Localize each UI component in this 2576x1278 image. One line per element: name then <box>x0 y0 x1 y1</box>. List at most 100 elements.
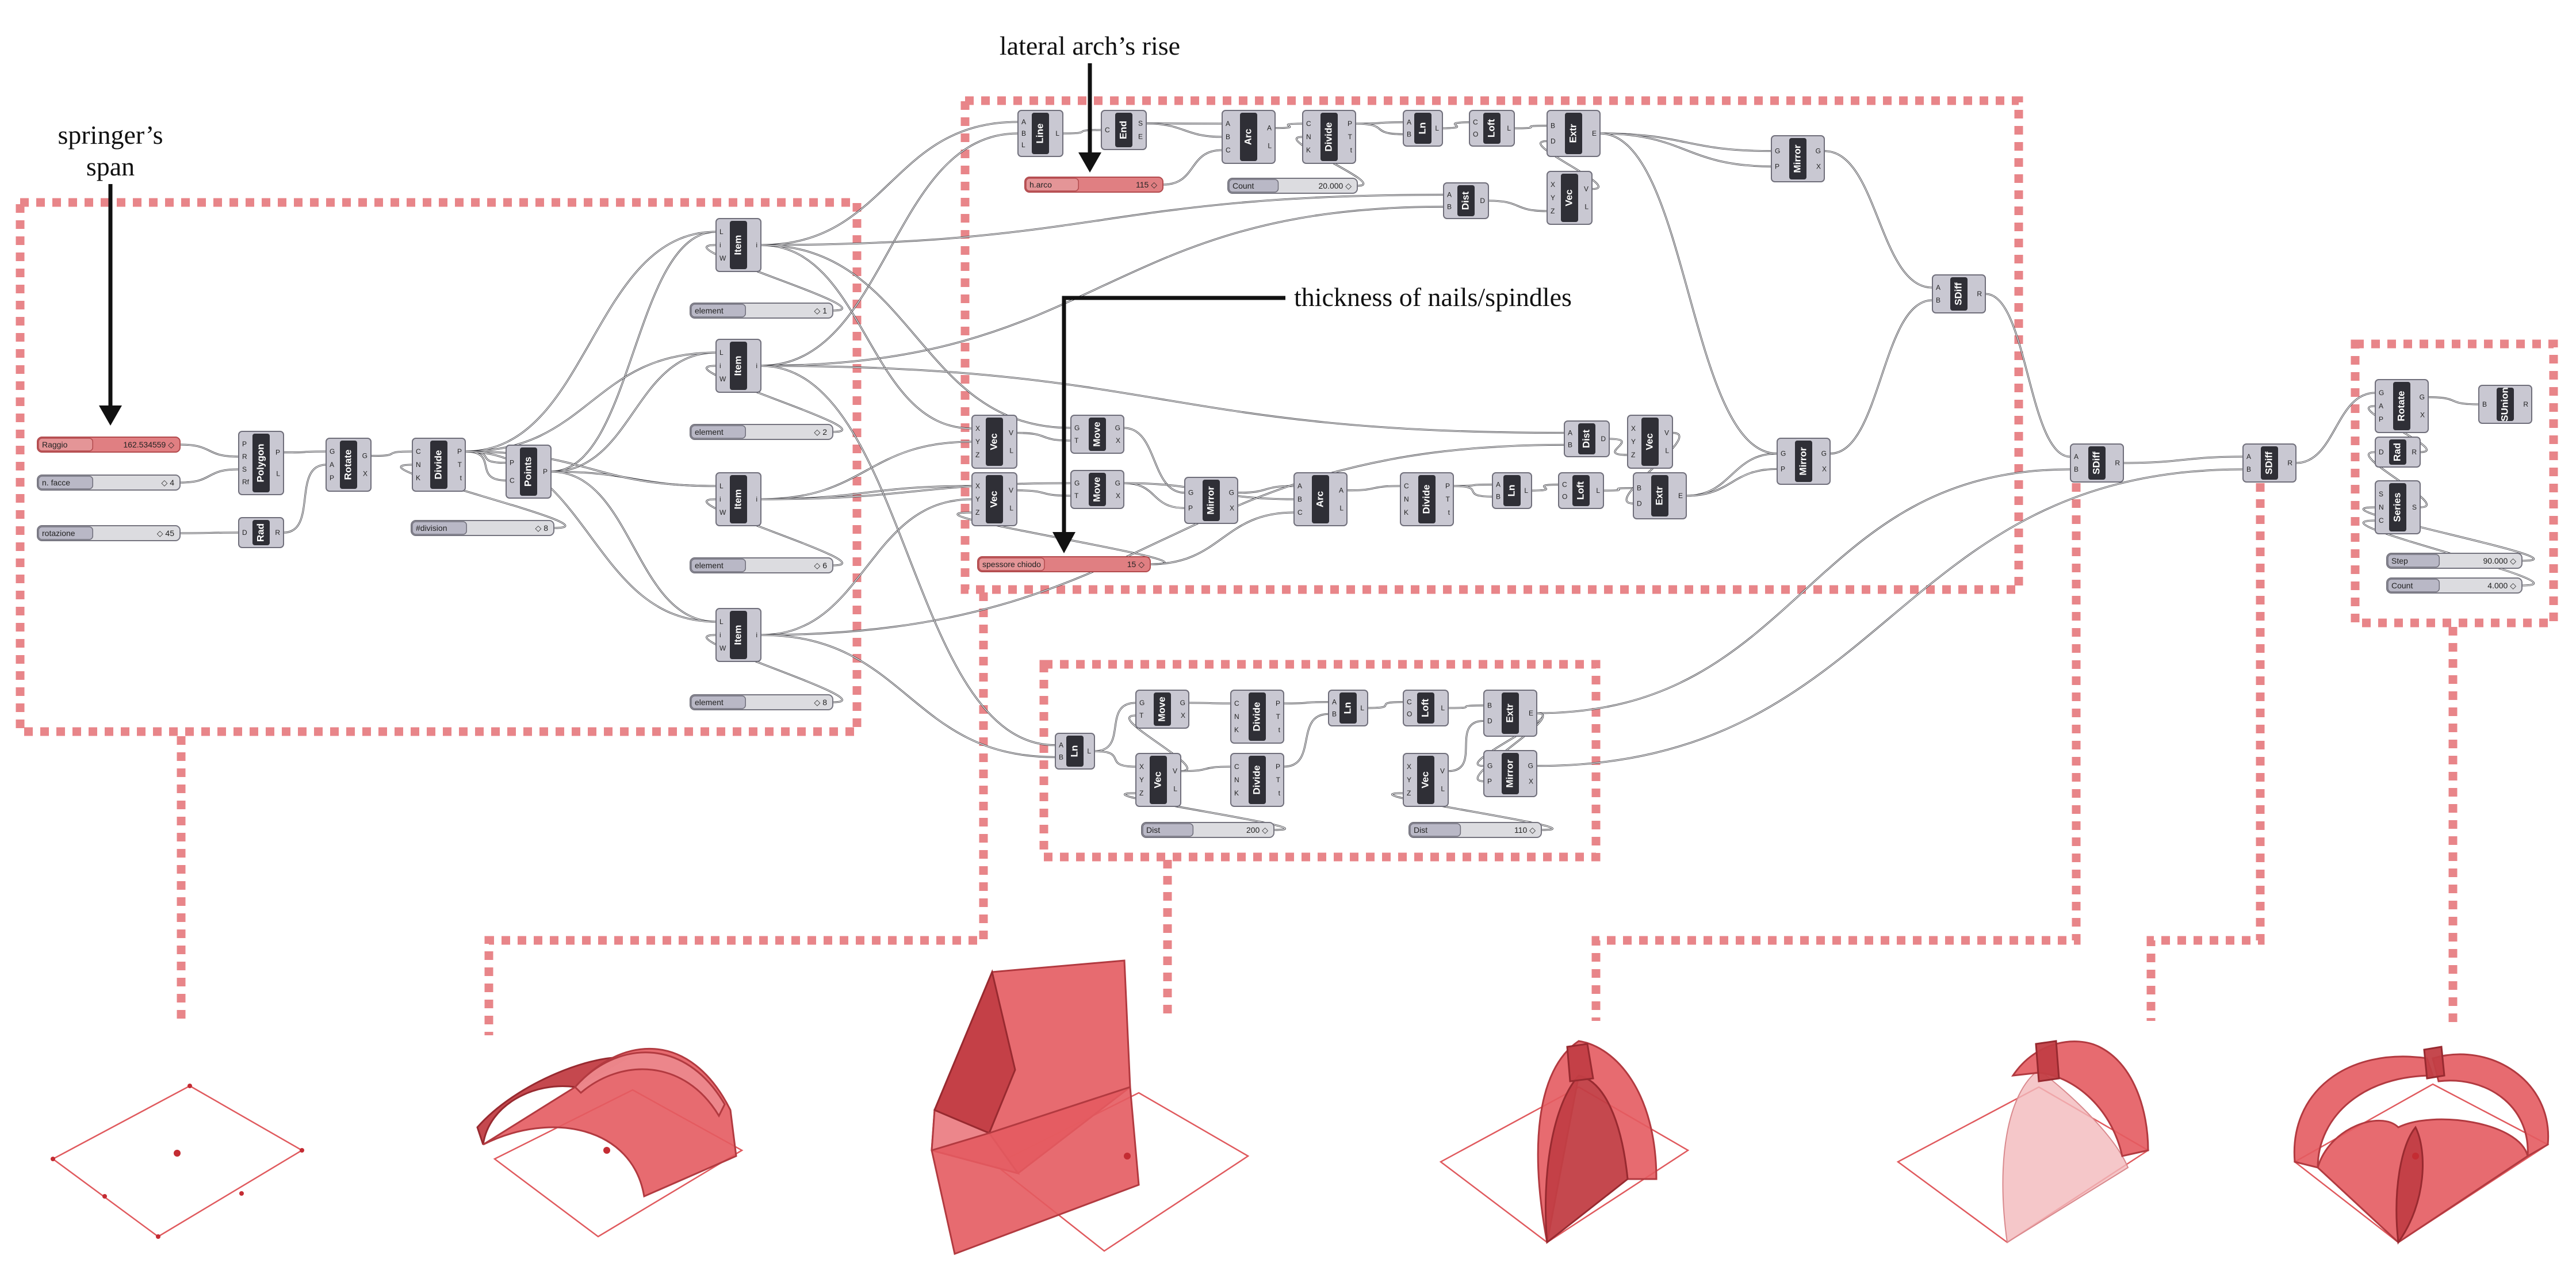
input-port-label[interactable]: B <box>1407 130 1411 138</box>
input-port-label[interactable]: B <box>2482 400 2487 408</box>
input-port-label[interactable]: i <box>719 241 721 249</box>
output-port-label[interactable]: S <box>1138 120 1143 128</box>
input-port-label[interactable]: G <box>1139 699 1145 707</box>
input-port-label[interactable]: Z <box>1551 207 1555 215</box>
input-port-label[interactable]: C <box>2379 516 2384 525</box>
output-port-label[interactable]: t <box>460 474 462 482</box>
output-port-label[interactable]: P <box>1276 763 1280 771</box>
output-port-label[interactable]: V <box>1440 767 1445 775</box>
output-port-label[interactable]: E <box>1678 492 1683 500</box>
input-port-label[interactable]: C <box>1105 126 1110 134</box>
output-port-label[interactable]: L <box>1009 504 1013 512</box>
output-port-label[interactable]: T <box>1446 495 1450 503</box>
input-port-label[interactable]: S <box>2379 490 2383 498</box>
output-port-label[interactable]: t <box>1448 508 1450 516</box>
input-port-label[interactable]: X <box>975 482 980 490</box>
output-port-label[interactable]: G <box>362 452 368 460</box>
input-port-label[interactable]: C <box>416 447 421 456</box>
output-port-label[interactable]: i <box>756 362 757 370</box>
output-port-label[interactable]: G <box>1229 489 1234 497</box>
input-port-label[interactable]: G <box>1775 147 1780 155</box>
input-port-label[interactable]: B <box>1936 296 1940 304</box>
output-port-label[interactable]: T <box>1348 133 1353 141</box>
output-port-label[interactable]: G <box>2420 393 2425 401</box>
input-port-label[interactable]: X <box>1407 763 1411 771</box>
output-port-label[interactable]: V <box>1173 767 1177 775</box>
output-port-label[interactable]: E <box>1529 709 1533 717</box>
input-port-label[interactable]: T <box>1074 437 1079 445</box>
input-port-label[interactable]: A <box>1059 741 1063 749</box>
input-port-label[interactable]: i <box>719 362 721 370</box>
input-port-label[interactable]: C <box>1226 146 1231 154</box>
output-port-label[interactable]: R <box>275 529 280 537</box>
output-port-label[interactable]: i <box>756 495 757 503</box>
output-port-label[interactable]: V <box>1009 429 1013 437</box>
output-port-label[interactable]: E <box>1138 132 1143 140</box>
output-port-label[interactable]: D <box>1601 435 1606 443</box>
input-port-label[interactable]: Rf <box>242 478 250 486</box>
slider-sl_nfacce[interactable]: n. facce◇ 4 <box>37 475 181 491</box>
input-port-label[interactable]: C <box>1473 118 1478 127</box>
input-port-label[interactable]: B <box>1551 122 1555 130</box>
input-port-label[interactable]: K <box>1404 508 1408 516</box>
output-port-label[interactable]: i <box>756 241 757 249</box>
input-port-label[interactable]: G <box>1188 489 1193 497</box>
input-port-label[interactable]: Y <box>975 495 980 503</box>
input-port-label[interactable]: C <box>1562 481 1567 489</box>
input-port-label[interactable]: G <box>330 447 335 456</box>
input-port-label[interactable]: B <box>1447 202 1452 211</box>
input-port-label[interactable]: O <box>1407 710 1412 718</box>
input-port-label[interactable]: X <box>1139 763 1144 771</box>
output-port-label[interactable]: i <box>756 631 757 639</box>
input-port-label[interactable]: C <box>1234 763 1239 771</box>
output-port-label[interactable]: X <box>363 469 368 477</box>
input-port-label[interactable]: W <box>719 644 726 652</box>
input-port-label[interactable]: P <box>242 440 247 448</box>
input-port-label[interactable]: G <box>1074 479 1080 487</box>
output-port-label[interactable]: V <box>1584 185 1589 193</box>
input-port-label[interactable]: G <box>1074 424 1080 432</box>
output-port-label[interactable]: L <box>1339 504 1343 512</box>
output-port-label[interactable]: A <box>1267 124 1272 132</box>
input-port-label[interactable]: B <box>1332 710 1337 718</box>
input-port-label[interactable]: D <box>1487 717 1492 725</box>
output-port-label[interactable]: L <box>1524 487 1528 495</box>
output-port-label[interactable]: E <box>1592 129 1597 137</box>
input-port-label[interactable]: L <box>1021 141 1025 149</box>
slider-sl_rotazione[interactable]: rotazione◇ 45 <box>37 525 181 541</box>
input-port-label[interactable]: G <box>1487 762 1492 770</box>
input-port-label[interactable]: C <box>1407 698 1412 706</box>
output-port-label[interactable]: G <box>1816 147 1821 155</box>
output-port-label[interactable]: V <box>1664 429 1669 437</box>
input-port-label[interactable]: D <box>1637 499 1642 507</box>
input-port-label[interactable]: A <box>1021 118 1026 126</box>
input-port-label[interactable]: Y <box>1139 776 1144 784</box>
input-port-label[interactable]: A <box>1936 284 1940 292</box>
input-port-label[interactable]: P <box>1775 162 1779 170</box>
output-port-label[interactable]: L <box>1173 785 1177 793</box>
